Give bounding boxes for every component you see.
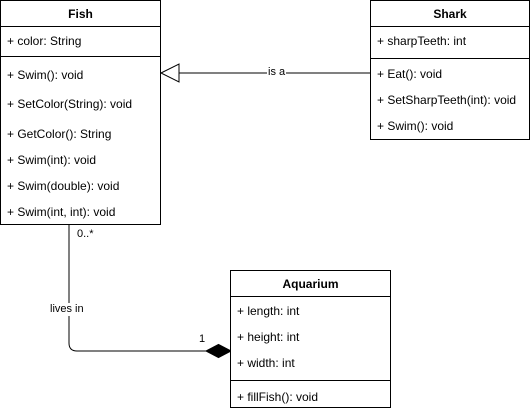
- method-swim-double: + Swim(double): void: [7, 179, 120, 193]
- class-shark-attributes: + sharpTeeth: int: [371, 27, 529, 59]
- class-fish[interactable]: Fish + color: String + Swim(): void + Se…: [0, 0, 161, 225]
- composition-label: lives in: [49, 303, 85, 316]
- attribute-color: + color: String: [7, 34, 82, 48]
- composition-line: [68, 224, 206, 352]
- attribute-height: + height: int: [237, 330, 300, 344]
- attribute-sharpteeth: + sharpTeeth: int: [377, 34, 467, 48]
- composition-diamond: [204, 343, 233, 359]
- method-eat: + Eat(): void: [377, 67, 443, 81]
- class-aquarium-methods: + fillFish(): void: [231, 381, 390, 407]
- class-aquarium-attributes: + length: int + height: int + width: int: [231, 297, 390, 381]
- class-aquarium-title: Aquarium: [231, 271, 390, 297]
- target-multiplicity: 1: [199, 333, 206, 345]
- method-swim: + Swim(): void: [377, 119, 454, 133]
- method-setsharpteeth: + SetSharpTeeth(int): void: [377, 93, 517, 107]
- method-fillfish: + fillFish(): void: [237, 390, 319, 404]
- inheritance-label: is a: [267, 66, 287, 79]
- class-fish-methods: + Swim(): void + SetColor(String): void …: [1, 57, 160, 224]
- class-fish-attributes: + color: String: [1, 27, 160, 57]
- method-swim: + Swim(): void: [7, 68, 84, 82]
- class-shark-methods: + Eat(): void + SetSharpTeeth(int): void…: [371, 59, 529, 139]
- method-swim-int: + Swim(int): void: [7, 153, 97, 167]
- method-getcolor: + GetColor(): String: [7, 127, 112, 141]
- class-shark-title: Shark: [371, 1, 529, 27]
- class-shark[interactable]: Shark + sharpTeeth: int + Eat(): void + …: [370, 0, 530, 140]
- source-multiplicity: 0..*: [77, 228, 94, 240]
- attribute-length: + length: int: [237, 304, 300, 318]
- method-swim-int-int: + Swim(int, int): void: [7, 205, 116, 219]
- class-aquarium[interactable]: Aquarium + length: int + height: int + w…: [230, 270, 391, 408]
- method-setcolor: + SetColor(String): void: [7, 97, 133, 111]
- class-fish-title: Fish: [1, 1, 160, 27]
- attribute-width: + width: int: [237, 356, 295, 370]
- inheritance-arrowhead: [159, 63, 180, 83]
